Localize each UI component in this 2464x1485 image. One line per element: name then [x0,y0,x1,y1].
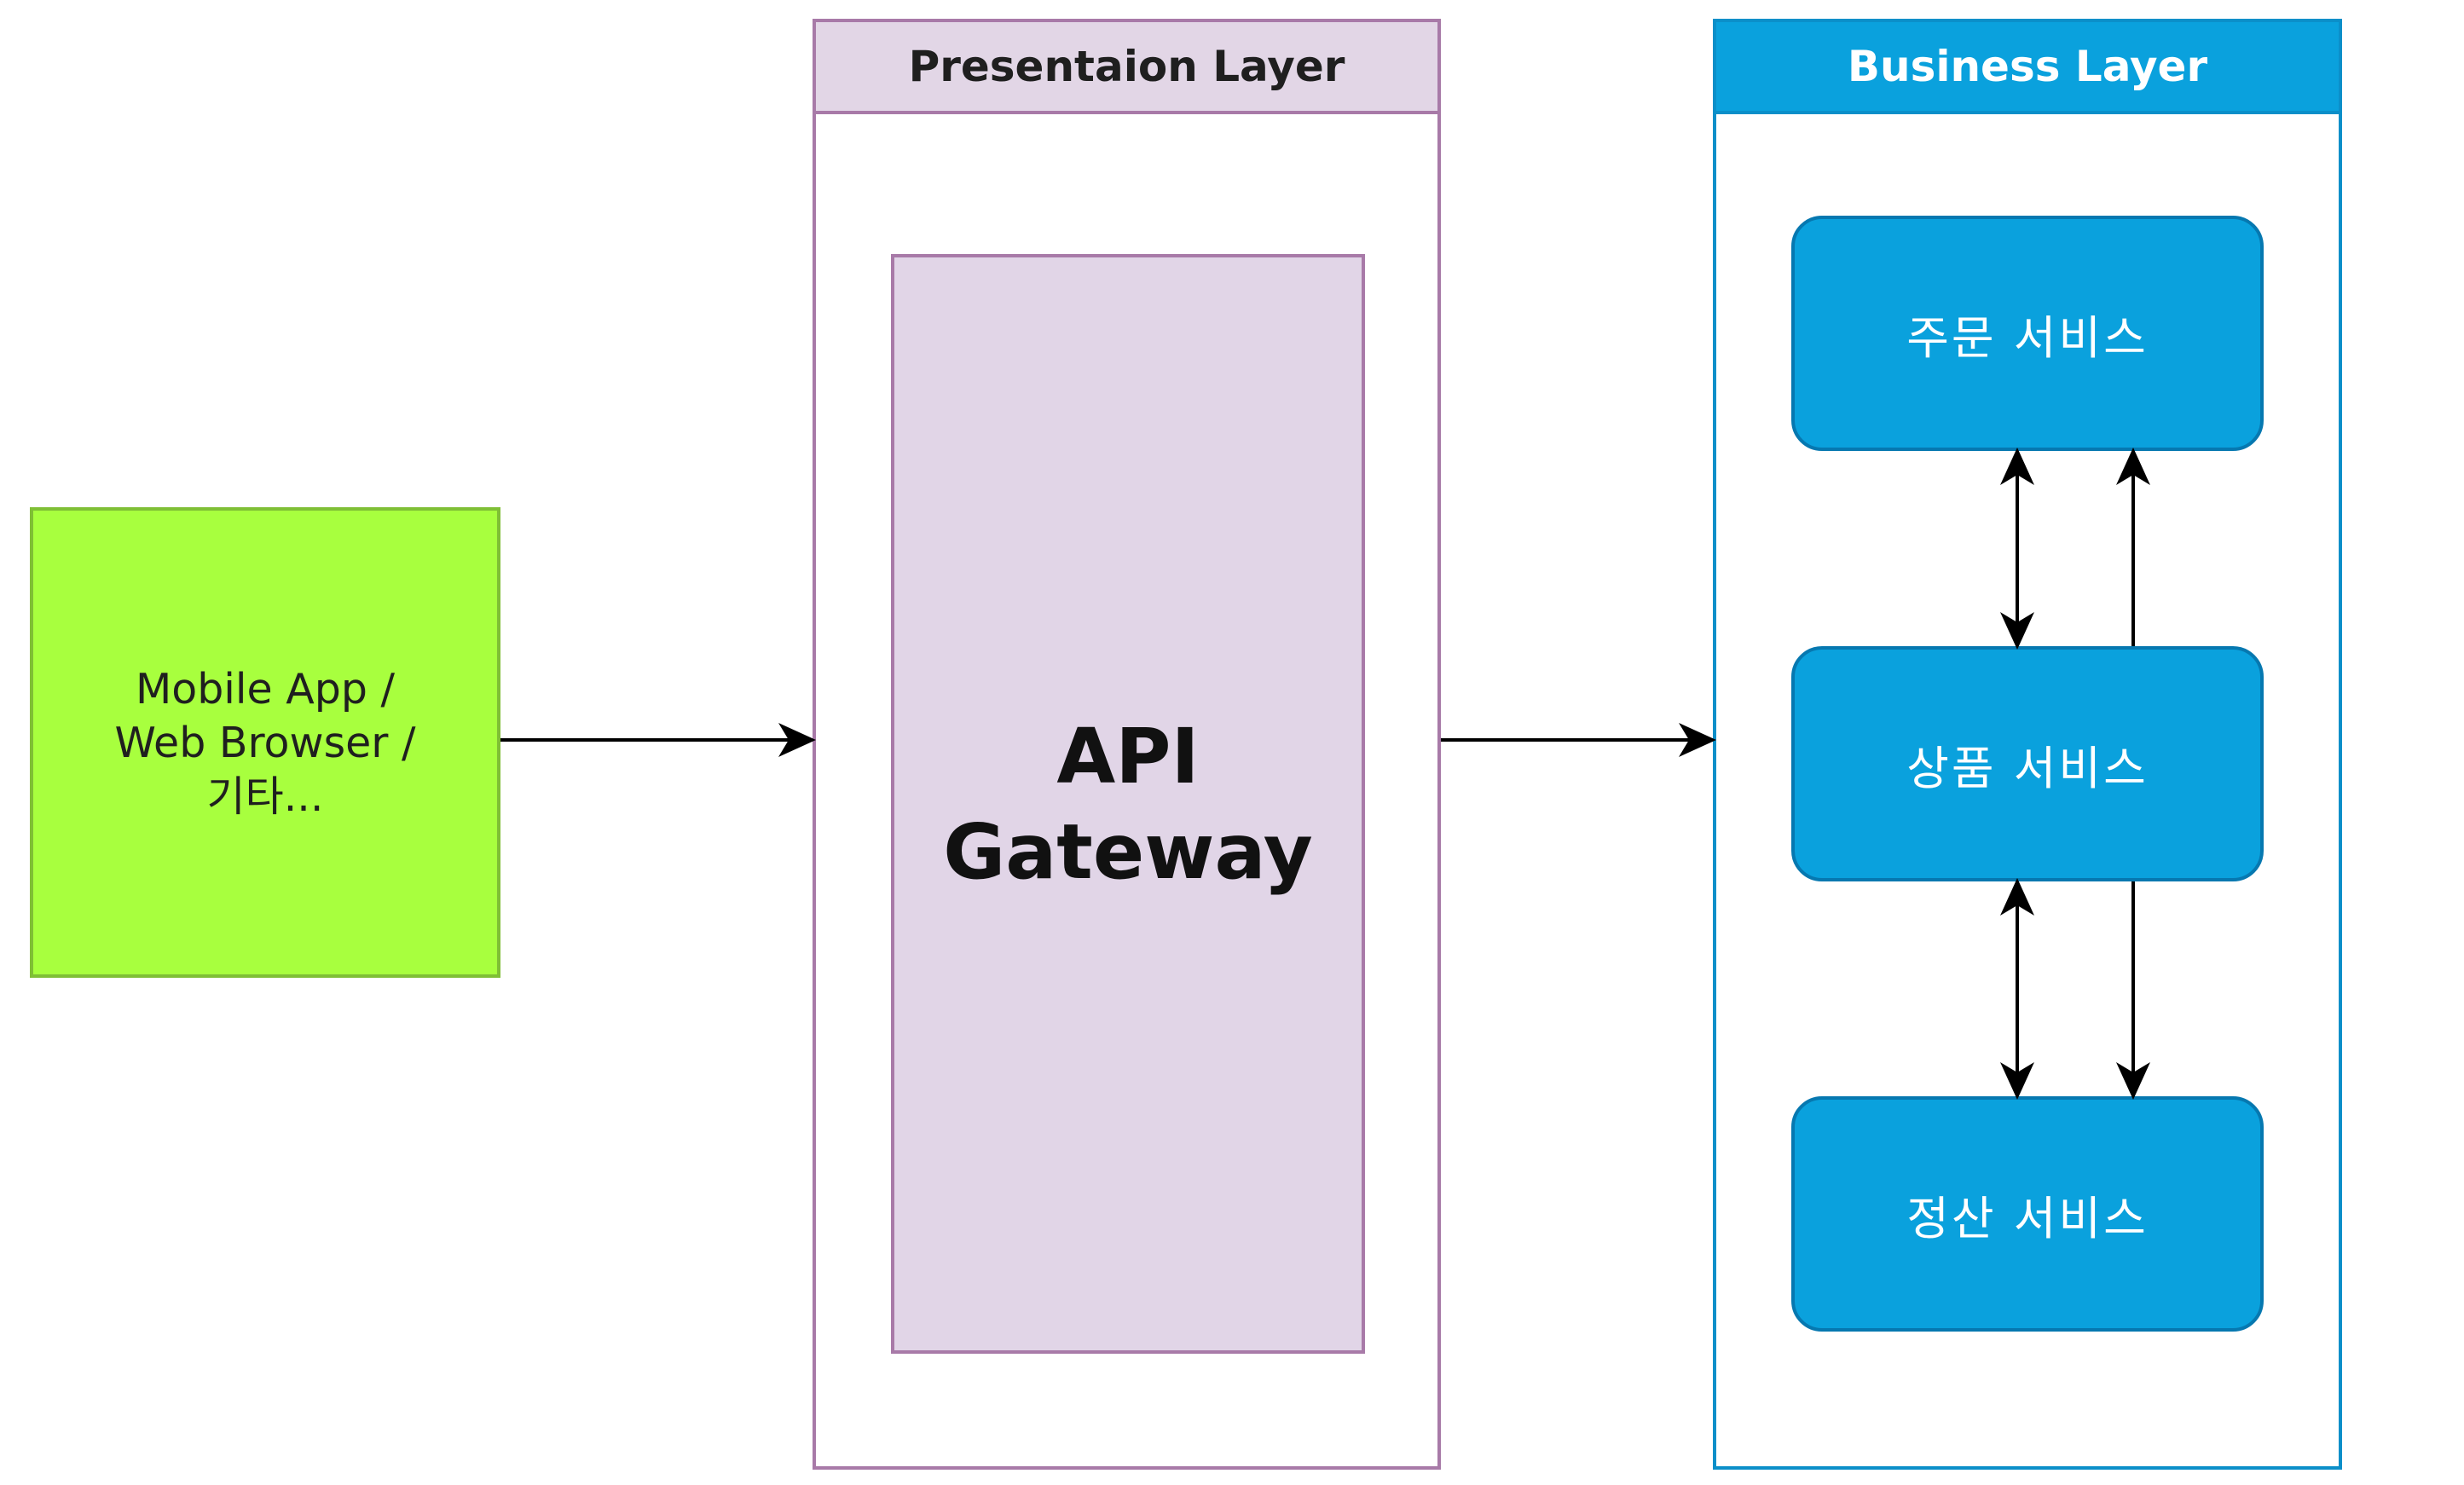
order-service-label: 주문 서비스 [1906,310,2149,365]
presentation-layer-header: Presentaion Layer [816,22,1437,114]
client-label: Mobile App / Web Browser / 기타... [114,664,416,821]
product-service-box: 상품 서비스 [1791,646,2264,881]
api-gateway-label: API Gateway [943,712,1313,896]
client-box: Mobile App / Web Browser / 기타... [30,507,500,978]
business-layer-title: Business Layer [1847,42,2208,91]
business-layer-header: Business Layer [1716,22,2339,114]
settlement-service-label: 정산 서비스 [1906,1191,2149,1245]
api-gateway-box: API Gateway [891,254,1365,1354]
settlement-service-box: 정산 서비스 [1791,1096,2264,1332]
presentation-layer-title: Presentaion Layer [908,42,1345,91]
order-service-box: 주문 서비스 [1791,216,2264,451]
product-service-label: 상품 서비스 [1906,741,2149,795]
